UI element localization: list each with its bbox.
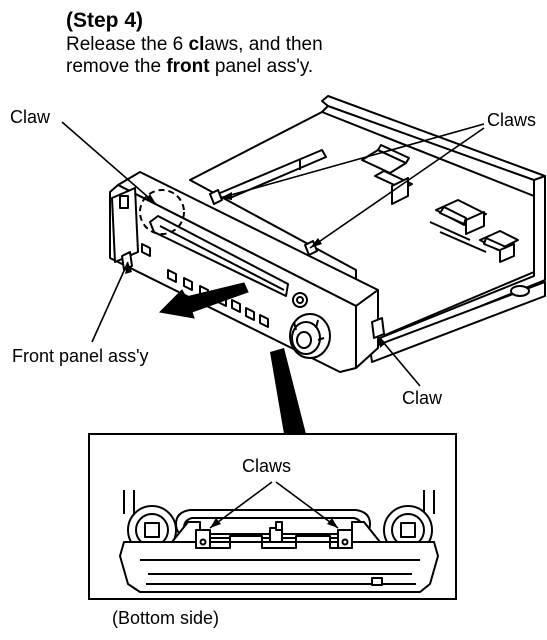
chassis-foot — [510, 285, 530, 297]
leader-front-panel — [91, 261, 129, 343]
front-panel-left-block — [111, 187, 139, 263]
rear-connector-1 — [361, 144, 413, 205]
instruction-bold: front — [166, 56, 210, 77]
chassis — [189, 95, 546, 363]
inset-leaders — [209, 481, 339, 529]
label-claws-inset: Claws — [242, 456, 292, 476]
step-title: (Step 4) — [66, 9, 144, 32]
leader-arrowheads — [125, 192, 386, 348]
inset-leader-arrowheads — [210, 518, 338, 528]
instruction-text: panel ass'y. — [209, 56, 314, 77]
inset-pointer — [270, 348, 306, 434]
label-front-panel: Front panel ass'y — [12, 346, 149, 366]
leader-claws-tr-2 — [309, 127, 485, 249]
chassis-bottom-plate — [369, 281, 546, 363]
instruction-text: remove the — [66, 56, 167, 77]
label-bottom-side: (Bottom side) — [112, 608, 220, 628]
claw-left-lower — [121, 251, 133, 271]
rear-connector-2 — [435, 199, 487, 235]
label-claw-right: Claw — [402, 388, 443, 408]
instruction-text: aws, and then — [204, 34, 323, 55]
leader-lines — [61, 121, 485, 387]
removal-arrow — [158, 282, 249, 319]
instruction-text: Release the 6 — [66, 34, 189, 55]
rear-connector-3 — [479, 230, 519, 263]
instruction-line-2: remove the front panel ass'y. — [66, 57, 313, 76]
label-claw-top-left: Claw — [10, 107, 51, 127]
instruction-line-1: Release the 6 claws, and then — [66, 35, 323, 54]
bottom-view — [119, 490, 439, 593]
claw-highlight-circle — [139, 189, 185, 235]
claw-right — [371, 317, 385, 339]
volume-knob — [289, 313, 331, 359]
instruction-bold: cl — [188, 34, 205, 55]
front-panel-end-cap — [355, 289, 379, 369]
label-claws-top-right: Claws — [487, 110, 537, 130]
leader-claw-tl — [61, 121, 157, 205]
leader-claw-right — [377, 335, 421, 387]
leader-claws-tr-1 — [219, 123, 485, 199]
claw-top-1 — [209, 189, 223, 205]
